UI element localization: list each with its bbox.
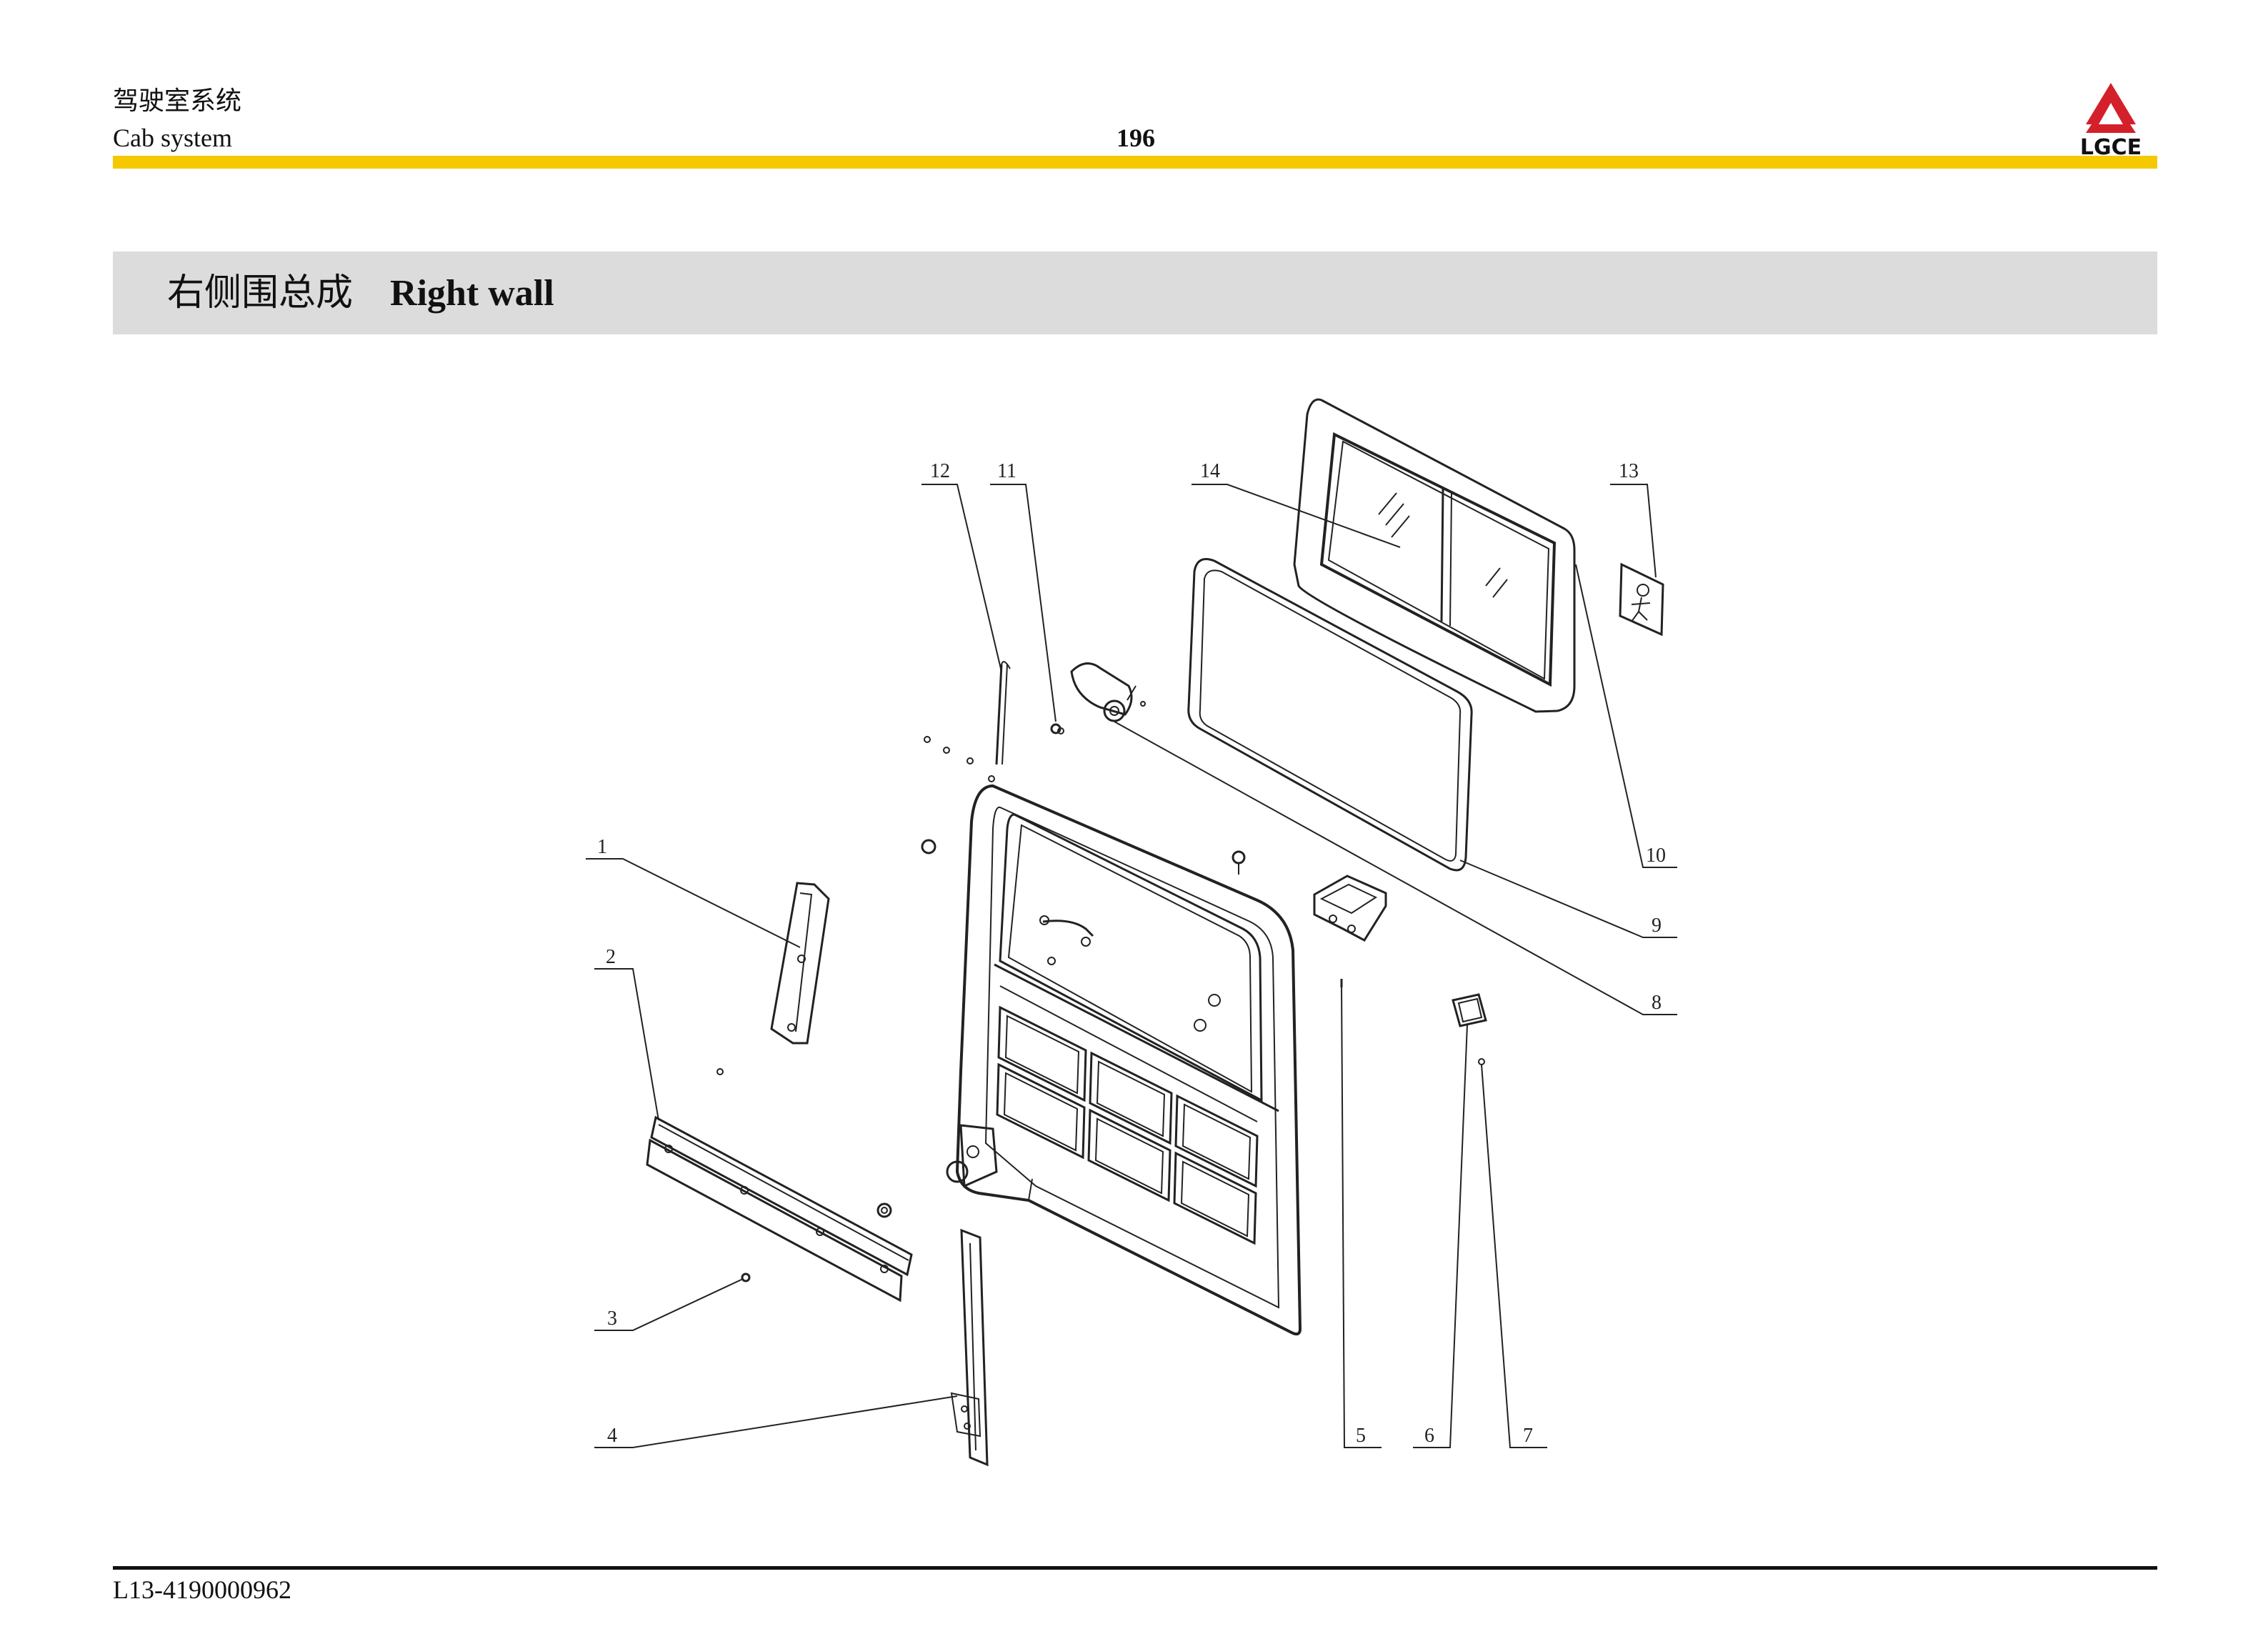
door-handle-latch — [1070, 662, 1146, 722]
callout-6: 6 — [1424, 1425, 1434, 1447]
callout-8: 8 — [1652, 992, 1662, 1014]
stray-screw — [716, 1068, 724, 1075]
callout-numbers: 1 2 3 4 5 6 7 8 9 10 11 12 13 14 — [597, 460, 1666, 1447]
rubber-plug — [1452, 993, 1487, 1027]
assembly-title-cn: 右侧围总成 — [167, 271, 354, 314]
sill-bushing — [876, 1202, 892, 1218]
emergency-exit-sticker — [1619, 562, 1664, 637]
rear-pillar — [950, 1228, 989, 1467]
callout-13: 13 — [1619, 460, 1639, 482]
logo-text: LGCE — [2080, 135, 2142, 159]
lgce-logo: LGCE — [2080, 83, 2142, 159]
callout-9: 9 — [1652, 915, 1662, 937]
callout-2: 2 — [606, 946, 616, 968]
footer-rule — [113, 1566, 2157, 1570]
sliding-window-frame — [1293, 398, 1576, 713]
window-seal — [1187, 558, 1473, 872]
callout-4: 4 — [607, 1425, 617, 1447]
callout-leaders — [586, 484, 1677, 1448]
callout-5: 5 — [1356, 1425, 1366, 1447]
screw-cluster — [921, 723, 1064, 855]
mounting-bracket — [1313, 875, 1387, 942]
assembly-title: 右侧围总成 Right wall — [167, 273, 554, 314]
pillar-trim — [770, 882, 830, 1045]
callout-3: 3 — [607, 1307, 617, 1330]
sill-rail — [646, 1115, 913, 1302]
side-wall-panel — [946, 784, 1302, 1336]
callout-14: 14 — [1200, 460, 1220, 482]
callout-1: 1 — [597, 836, 607, 858]
section-title-cn: 驾驶室系统 — [113, 86, 242, 116]
title-band: 右侧围总成 Right wall — [113, 251, 2157, 334]
rivet-3 — [741, 1272, 751, 1282]
callout-12: 12 — [930, 460, 950, 482]
page-number: 196 — [1116, 124, 1155, 152]
small-screw-7 — [1478, 1058, 1485, 1065]
logo-triangle-icon — [2086, 83, 2136, 124]
support-rod — [995, 661, 1011, 765]
header-accent-bar — [113, 156, 2157, 169]
assembly-title-en: Right wall — [390, 273, 554, 314]
callout-7: 7 — [1523, 1425, 1533, 1447]
callout-10: 10 — [1646, 845, 1666, 867]
callout-11: 11 — [997, 460, 1016, 482]
section-title-en: Cab system — [113, 124, 232, 152]
part-code: L13-4190000962 — [113, 1575, 291, 1604]
lamp-stud — [1232, 850, 1246, 875]
